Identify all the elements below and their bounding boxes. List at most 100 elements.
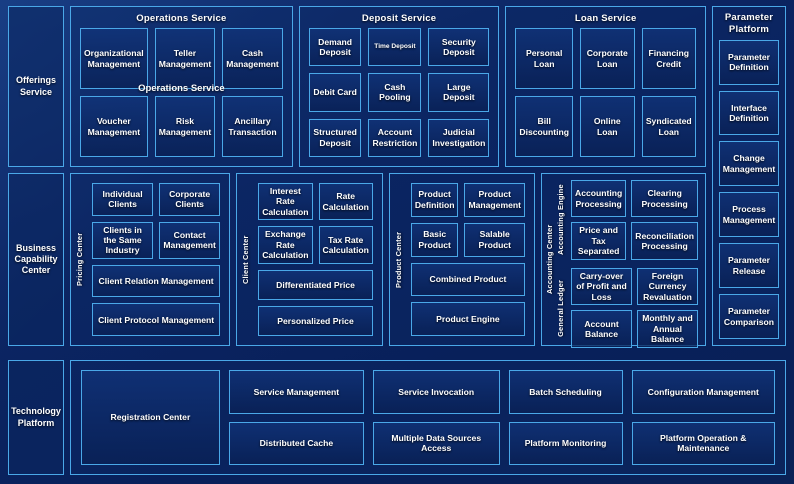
cell-voucher-management[interactable]: Voucher Management [80,96,148,157]
cell-client-protocol-management[interactable]: Client Protocol Management [92,303,221,336]
cell-personal-loan[interactable]: Personal Loan [515,28,574,89]
cell-clearing-processing[interactable]: Clearing Processing [631,180,698,218]
cell-exchange-rate-calculation[interactable]: Exchange Rate Calculation [258,226,313,264]
cell-personalized-price[interactable]: Personalized Price [258,305,373,336]
vlabel-product-center: Product Center [393,231,403,288]
cell-ancillary-transaction[interactable]: Ancillary Transaction [222,96,283,157]
cell-large-deposit[interactable]: Large Deposit [428,73,490,112]
group-pricing-center: Pricing Center Individual Clients Corpor… [70,173,231,346]
panel-technology-platform: Registration Center Service Management D… [70,360,786,475]
cell-parameter-comparison[interactable]: Parameter Comparison [719,294,779,340]
cell-debit-card[interactable]: Debit Card [308,73,362,112]
cell-monthly-and-annual-balance[interactable]: Monthly and Annual Balance [637,310,698,348]
panel-title-parameter-platform: Parameter Platform [719,7,779,40]
cell-price-and-tax-separated[interactable]: Price and Tax Separated [571,222,627,260]
cell-process-management[interactable]: Process Management [719,192,779,238]
business-capability-center-row: Business Capability Center Pricing Cente… [8,173,786,348]
parameter-platform-title-line1: Parameter [724,12,774,23]
cell-individual-clients[interactable]: Individual Clients [92,183,154,216]
pricing-center-grid: Individual Clients Corporate Clients Cli… [87,179,225,340]
group-accounting-center: Accounting Center Accounting Engine Acco… [541,173,706,348]
panel-parameter-platform: Parameter Platform Parameter Definition … [712,6,786,346]
cell-salable-product[interactable]: Salable Product [464,222,525,257]
cell-multiple-data-sources-access[interactable]: Multiple Data Sources Access [372,421,500,465]
cell-bill-discounting[interactable]: Bill Discounting [515,96,574,157]
cell-cash-management[interactable]: Cash Management [222,28,283,89]
panel-operations-service: Operations Service Organizational Manage… [70,6,293,167]
cell-structured-deposit[interactable]: Structured Deposit [308,118,362,157]
cell-service-management[interactable]: Service Management [228,370,364,414]
tech-column-4: Configuration Management Platform Operat… [631,370,775,465]
parameter-platform-title-line2: Platform [728,24,770,36]
tech-label-line2: Platform [17,417,55,428]
cell-time-deposit[interactable]: Time Deposit [368,28,422,67]
bcc-label-line2: Capability [14,253,58,264]
cell-distributed-cache[interactable]: Distributed Cache [228,421,364,465]
cell-organizational-management[interactable]: Organizational Management [80,28,148,89]
vlabel-client-center: Client Center [241,235,251,284]
cell-parameter-release[interactable]: Parameter Release [719,243,779,289]
cell-security-deposit[interactable]: Security Deposit [428,28,490,67]
cell-interest-rate-calculation[interactable]: Interest Rate Calculation [258,183,313,221]
cell-risk-management[interactable]: Risk Management [154,96,216,157]
parameter-platform-list: Parameter Definition Interface Definitio… [719,39,779,340]
bcc-label-line3: Center [21,265,51,276]
row-label-technology-platform: Technology Platform [8,360,64,475]
cell-cash-pooling[interactable]: Cash Pooling [368,73,422,112]
cell-client-relation-management[interactable]: Client Relation Management [92,264,221,298]
operations-service-grid: Organizational Management Teller Managem… [71,28,292,166]
general-ledger-grid: Carry-over of Profit and Loss Foreign Cu… [567,266,702,350]
cell-product-engine[interactable]: Product Engine [410,302,525,336]
cell-service-invocation[interactable]: Service Invocation [372,370,500,414]
cell-combined-product[interactable]: Combined Product [410,262,525,297]
cell-platform-monitoring[interactable]: Platform Monitoring [508,421,623,465]
cell-teller-management[interactable]: Teller Management [154,28,216,89]
offerings-label-line2: Service [19,86,52,97]
cell-product-definition[interactable]: Product Definition [410,183,459,217]
cell-syndicated-loan[interactable]: Syndicated Loan [641,96,696,157]
cell-registration-center[interactable]: Registration Center [81,370,220,465]
vlabel-accounting-engine: Accounting Engine [556,184,565,256]
cell-tax-rate-calculation[interactable]: Tax Rate Calculation [318,226,373,264]
cell-platform-operation-and-maintenance[interactable]: Platform Operation & Maintenance [631,421,775,465]
cell-judicial-investigation[interactable]: Judicial Investigation [428,118,490,157]
technology-platform-row: Technology Platform Registration Center … [8,360,786,475]
group-product-center: Product Center Product Definition Produc… [388,173,535,346]
cell-parameter-definition[interactable]: Parameter Definition [719,39,779,85]
cell-clients-in-the-same-industry[interactable]: Clients in the Same Industry [92,221,154,259]
cell-rate-calculation[interactable]: Rate Calculation [318,183,373,221]
vlabel-accounting-center: Accounting Center [545,224,554,295]
panel-title-deposit-service: Deposit Service [361,13,437,24]
row-label-business-capability-center: Business Capability Center [8,173,64,346]
cell-account-restriction[interactable]: Account Restriction [368,118,422,157]
cell-change-management[interactable]: Change Management [719,141,779,187]
cell-configuration-management[interactable]: Configuration Management [631,370,775,414]
cell-interface-definition[interactable]: Interface Definition [719,90,779,136]
deposit-service-grid: Demand Deposit Time Deposit Security Dep… [300,28,499,166]
tech-label-line1: Technology [11,406,61,417]
cell-account-balance[interactable]: Account Balance [571,310,632,348]
vlabel-general-ledger: General Ledger [556,279,565,337]
cell-foreign-currency-revaluation[interactable]: Foreign Currency Revaluation [637,267,698,306]
cell-reconciliation-processing[interactable]: Reconciliation Processing [631,222,698,260]
cell-basic-product[interactable]: Basic Product [410,222,459,257]
subgroup-general-ledger: General Ledger Carry-over of Profit and … [556,266,702,350]
cell-financing-credit[interactable]: Financing Credit [641,28,696,89]
cell-contact-management[interactable]: Contact Management [159,221,221,259]
cell-product-management[interactable]: Product Management [464,183,525,217]
tech-column-3: Batch Scheduling Platform Monitoring [508,370,623,465]
accounting-center-inner: Accounting Engine Accounting Processing … [556,178,702,348]
panel-title-operations-service: Operations Service [136,13,227,24]
cell-differentiated-price[interactable]: Differentiated Price [258,269,373,300]
cell-corporate-loan[interactable]: Corporate Loan [580,28,635,89]
vlabel-pricing-center: Pricing Center [75,232,84,287]
client-center-grid: Interest Rate Calculation Rate Calculati… [253,179,378,340]
cell-demand-deposit[interactable]: Demand Deposit [308,28,362,67]
cell-online-loan[interactable]: Online Loan [580,96,635,157]
cell-carry-over-of-profit-and-loss[interactable]: Carry-over of Profit and Loss [571,267,632,306]
cell-corporate-clients[interactable]: Corporate Clients [159,183,221,216]
cell-batch-scheduling[interactable]: Batch Scheduling [508,370,623,414]
cell-accounting-processing[interactable]: Accounting Processing [571,180,627,218]
tech-column-2: Service Invocation Multiple Data Sources… [372,370,500,465]
